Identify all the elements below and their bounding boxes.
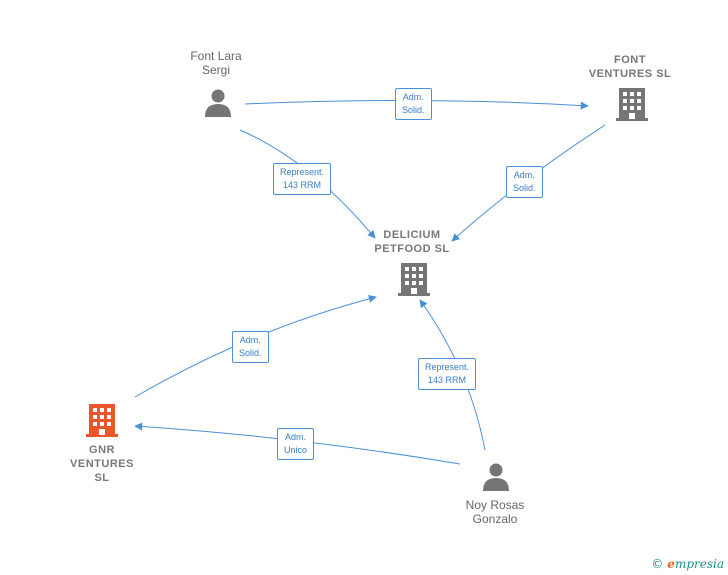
- label-line: FONT: [614, 54, 646, 66]
- edge-label-line: 143 RRM: [428, 375, 467, 385]
- label-line: Font Lara: [190, 49, 242, 63]
- edge-label-e2[interactable]: Represent. 143 RRM: [273, 163, 332, 195]
- edge-label-e5[interactable]: Represent. 143 RRM: [418, 358, 477, 390]
- building-icon[interactable]: [616, 86, 648, 122]
- node-label-noy-rosas: Noy Rosas Gonzalo: [448, 498, 542, 526]
- node-label-font-lara: Font Lara Sergi: [176, 49, 256, 77]
- node-label-font-ventures: FONT VENTURES SL: [580, 53, 680, 81]
- person-icon[interactable]: [203, 88, 233, 118]
- brand-watermark: ©empresia: [651, 557, 724, 571]
- building-icon[interactable]: [86, 402, 118, 438]
- copyright-icon: ©: [651, 557, 664, 571]
- edge-label-line: 143 RRM: [283, 180, 322, 190]
- node-label-gnr: GNR VENTURES SL: [52, 443, 152, 485]
- label-line: DELICIUM: [383, 229, 441, 241]
- edge-label-line: Adm.: [402, 92, 424, 102]
- edge-label-e3[interactable]: Adm. Solid.: [506, 166, 543, 198]
- label-line: VENTURES SL: [588, 68, 672, 80]
- edge-label-line: Adm.: [285, 432, 307, 442]
- edge-label-line: Adm.: [513, 170, 535, 180]
- edge-label-e6[interactable]: Adm. Unico: [277, 428, 315, 460]
- brand-name: mpresia: [674, 557, 724, 571]
- label-line: PETFOOD SL: [374, 243, 450, 255]
- label-line: Sergi: [201, 63, 230, 77]
- edge-label-line: Adm.: [239, 335, 261, 345]
- edge-label-line: Represent.: [280, 167, 325, 177]
- edge-label-e1[interactable]: Adm. Solid.: [395, 88, 432, 120]
- label-line: Gonzalo: [472, 512, 518, 526]
- edge-label-line: Represent.: [425, 362, 470, 372]
- label-line: VENTURES: [70, 458, 134, 470]
- person-icon[interactable]: [481, 462, 511, 492]
- label-line: SL: [94, 472, 110, 484]
- edge-label-line: Solid.: [239, 348, 262, 358]
- edge-label-e4[interactable]: Adm. Solid.: [232, 331, 269, 363]
- label-line: GNR: [89, 444, 115, 456]
- edge-label-line: Unico: [284, 445, 308, 455]
- brand-e-letter: e: [667, 557, 675, 571]
- edge-label-line: Solid.: [513, 183, 536, 193]
- building-icon[interactable]: [398, 261, 430, 297]
- edge-label-line: Solid.: [402, 105, 425, 115]
- label-line: Noy Rosas: [465, 498, 525, 512]
- node-label-delicium: DELICIUM PETFOOD SL: [362, 228, 462, 256]
